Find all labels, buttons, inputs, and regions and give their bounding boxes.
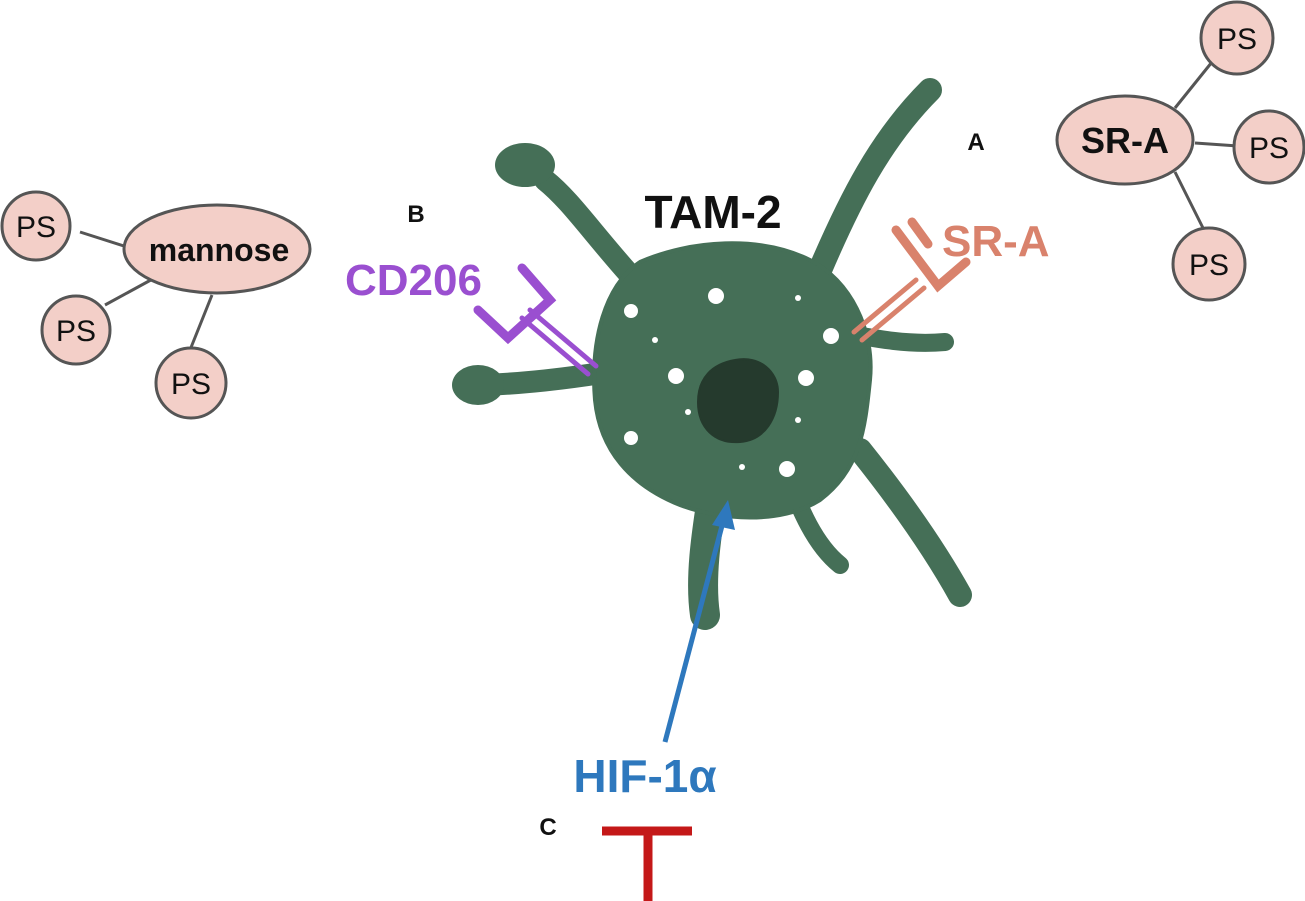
cell-protrusion xyxy=(808,78,942,282)
sra-link xyxy=(1194,141,1239,148)
ps-label: PS xyxy=(16,211,56,244)
cd206-receptor xyxy=(473,263,599,377)
hif-label: HIF-1α xyxy=(573,750,716,802)
cd206-label: CD206 xyxy=(345,256,482,305)
ps-label: PS xyxy=(56,315,96,348)
ps-node xyxy=(1171,226,1247,302)
cell-protrusion xyxy=(848,438,972,607)
sra-link xyxy=(1173,171,1207,233)
panel-label-a: A xyxy=(967,129,984,156)
panel-label-b: B xyxy=(407,201,424,228)
sra-cluster: PS PS PS SR-A xyxy=(1055,0,1305,302)
mannose-link xyxy=(188,294,214,351)
sra-node xyxy=(1055,94,1195,186)
sra-receptor-label: SR-A xyxy=(942,217,1050,266)
ps-node xyxy=(154,346,228,420)
ps-node xyxy=(1232,109,1305,185)
ps-node xyxy=(40,294,112,366)
macrophage-cell xyxy=(452,78,972,630)
mannose-cluster: PS PS PS mannose xyxy=(0,190,312,420)
panel-label-c: C xyxy=(539,814,556,841)
cell-label: TAM-2 xyxy=(644,186,781,238)
cell-protrusion-tip xyxy=(452,365,504,405)
cell-protrusion xyxy=(534,169,641,286)
hif-arrow xyxy=(662,500,735,743)
cell-vacuoles xyxy=(624,288,839,477)
ps-node xyxy=(0,190,72,262)
cell-nucleus xyxy=(697,358,779,444)
mannose-link xyxy=(79,230,131,250)
ps-label: PS xyxy=(1217,23,1257,56)
inhibition-symbol xyxy=(602,826,692,901)
sra-receptor xyxy=(851,217,971,343)
sra-link xyxy=(1173,61,1214,109)
sra-node-label: SR-A xyxy=(1081,120,1169,161)
mannose-node xyxy=(122,203,312,295)
ps-node xyxy=(1199,0,1275,76)
ps-label: PS xyxy=(1249,132,1289,165)
ps-label: PS xyxy=(171,368,211,401)
ps-label: PS xyxy=(1189,249,1229,282)
mannose-label: mannose xyxy=(149,232,289,268)
cell-protrusion-tip xyxy=(495,143,555,187)
